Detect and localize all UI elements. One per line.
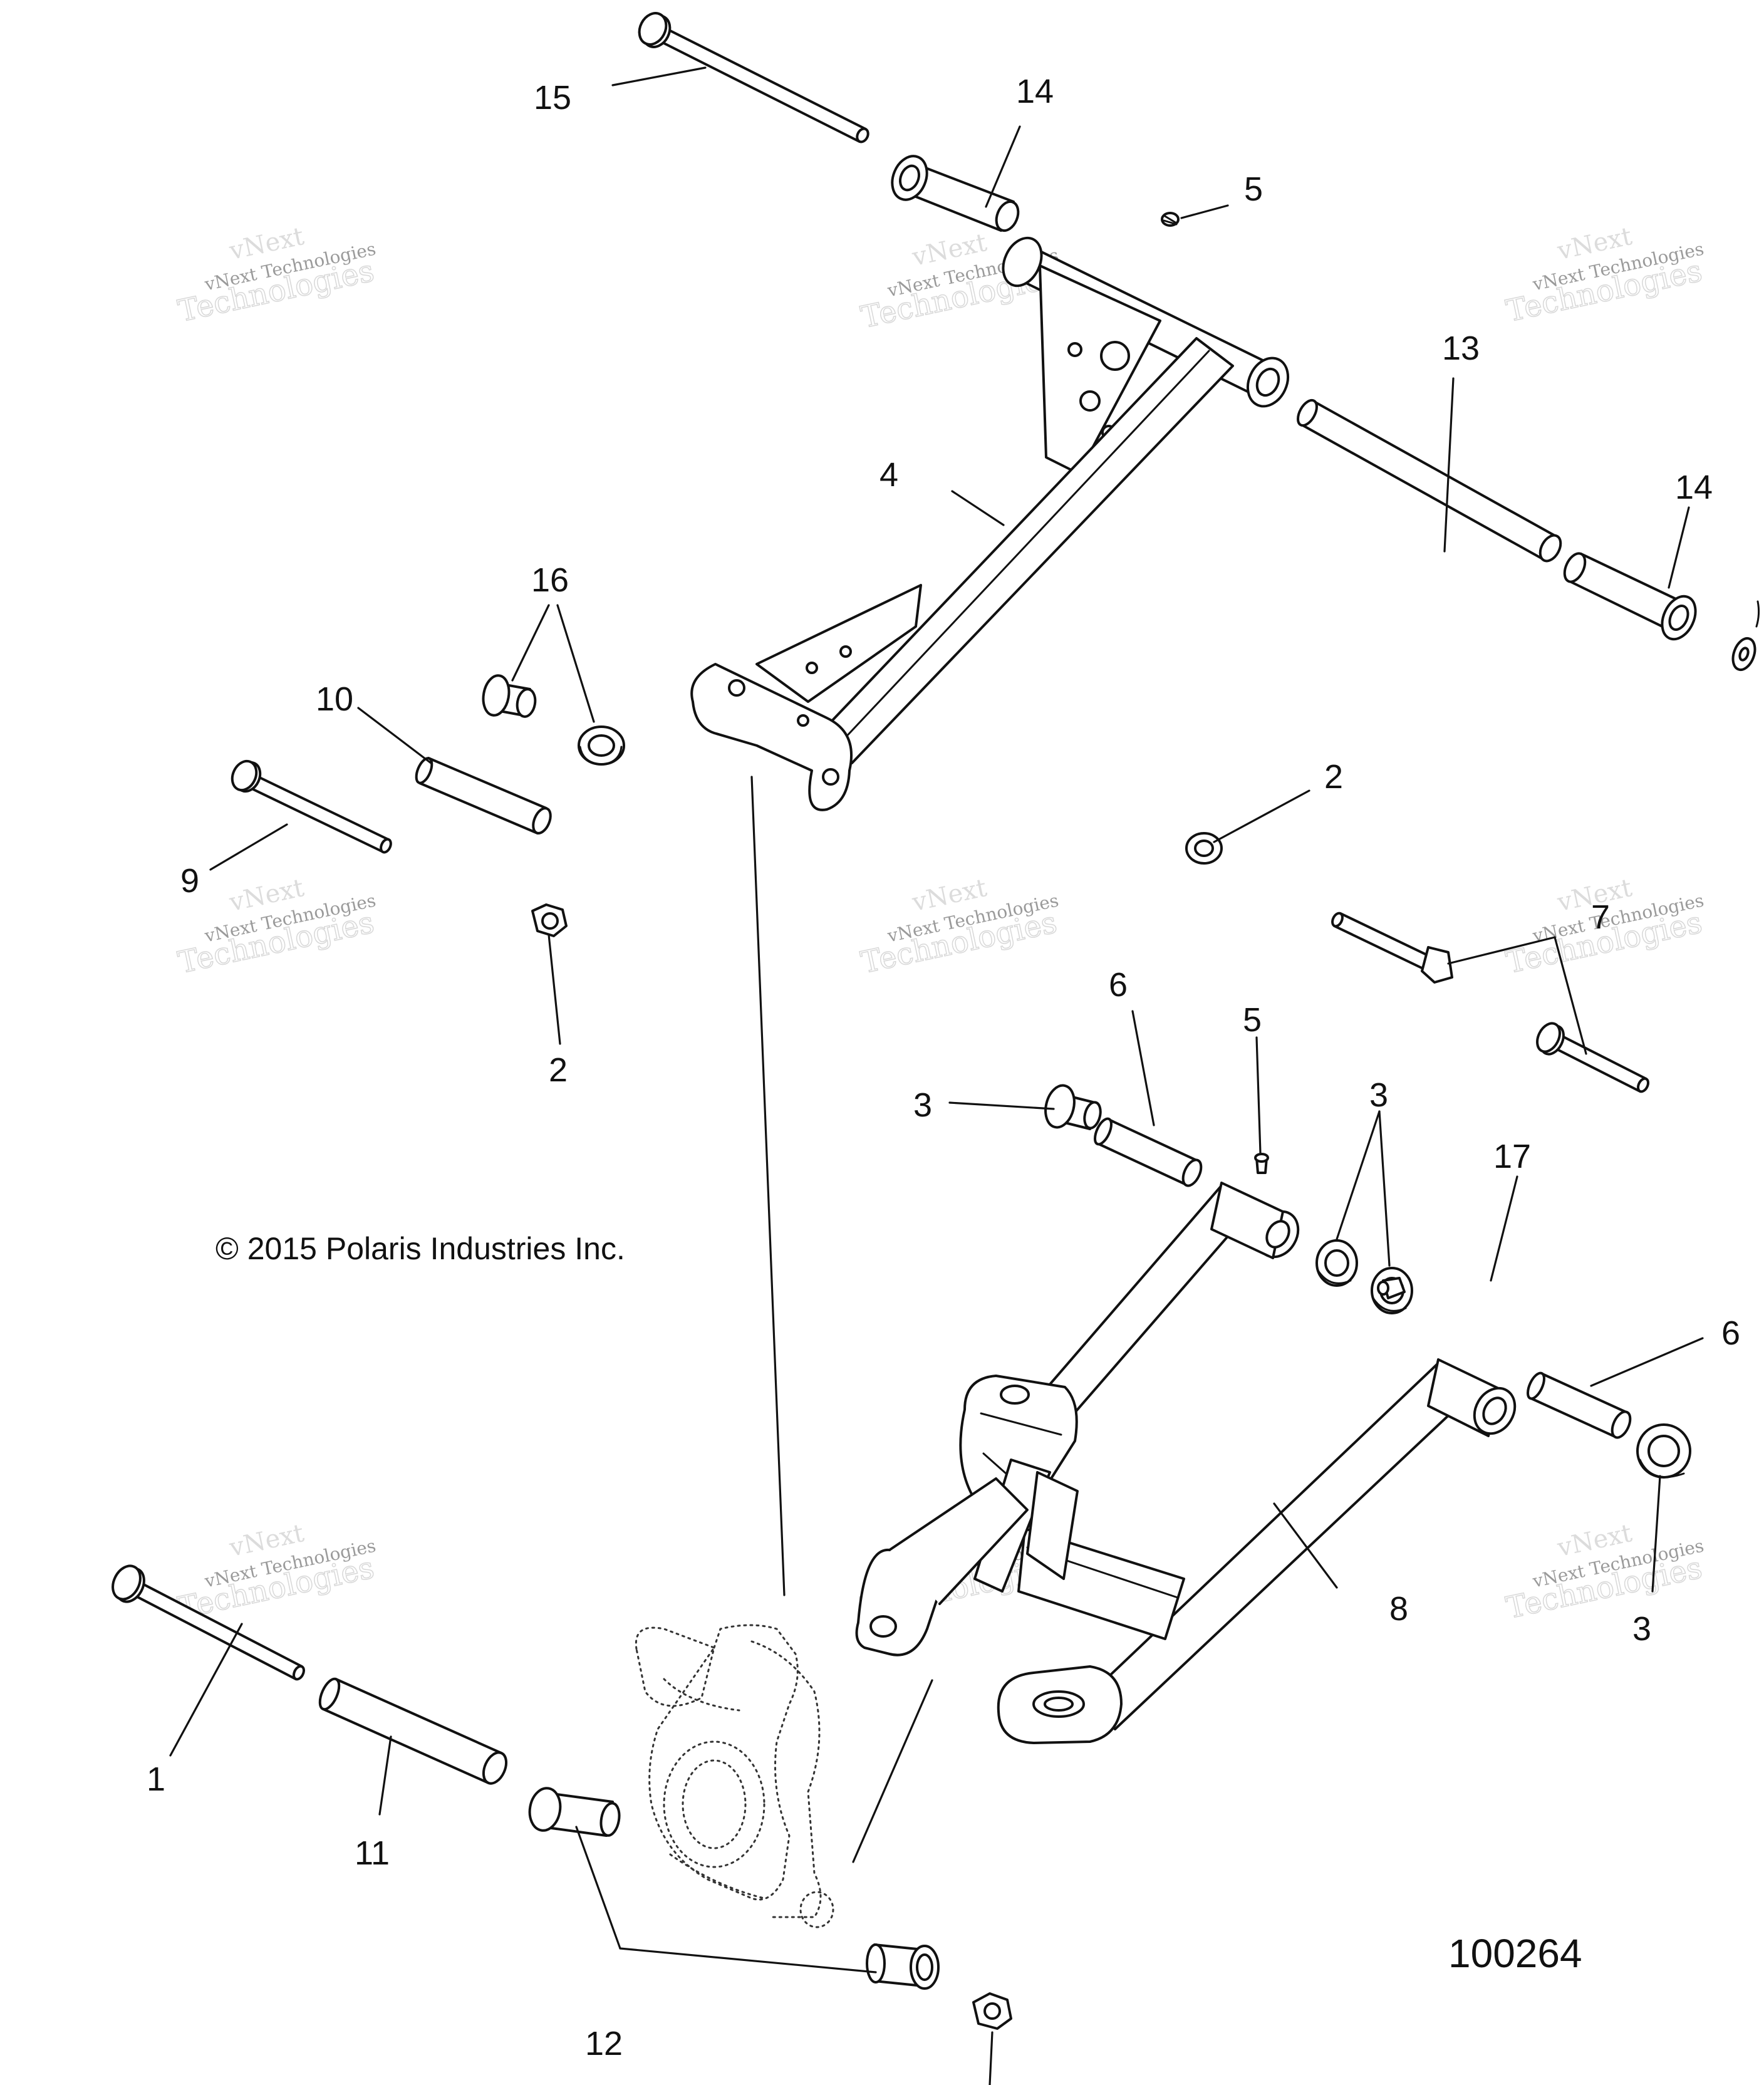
callout-1: 1 bbox=[147, 1760, 165, 1798]
leader-lines bbox=[169, 66, 1704, 2085]
part-9-bolt bbox=[231, 759, 392, 854]
callout-2-left: 2 bbox=[549, 1051, 568, 1089]
watermark-1: vNext vNext Technologies Technologies bbox=[175, 222, 378, 330]
knuckle-phantom bbox=[635, 1624, 834, 1928]
part-1-bolt bbox=[112, 1564, 305, 1681]
part-5-grease-fitting-upper bbox=[1161, 212, 1180, 227]
part-8-lower-a-arm bbox=[855, 1182, 1517, 1744]
diagram-reference-number: 100264 bbox=[1448, 1931, 1582, 1976]
callout-labels: 15 14 5 4 13 14 16 10 9 2 2 7 6 5 3 3 17… bbox=[147, 73, 1740, 2062]
part-14-flanged-sleeve-upper bbox=[891, 155, 1020, 232]
part-7-bolt-b bbox=[1536, 1022, 1649, 1093]
washer-right-edge bbox=[1731, 600, 1760, 672]
watermark-5: vNext vNext Technologies Technologies bbox=[858, 873, 1061, 981]
part-12-bushing-b bbox=[866, 1943, 940, 1990]
callout-14-right: 14 bbox=[1675, 469, 1713, 506]
part-14-flanged-sleeve-right bbox=[1563, 552, 1697, 641]
callout-4: 4 bbox=[879, 456, 898, 494]
callout-9: 9 bbox=[180, 862, 199, 900]
callout-11: 11 bbox=[355, 1834, 390, 1872]
callout-6-right: 6 bbox=[1721, 1314, 1740, 1352]
part-3-bushing-b bbox=[1315, 1239, 1358, 1287]
part-2-nut-bottom bbox=[972, 1992, 1012, 2030]
callout-13: 13 bbox=[1442, 330, 1480, 367]
callout-16: 16 bbox=[531, 561, 569, 599]
callout-5-middle: 5 bbox=[1243, 1001, 1262, 1039]
part-13-long-sleeve bbox=[1297, 398, 1562, 563]
part-4-upper-a-arm bbox=[690, 236, 1290, 811]
callout-10: 10 bbox=[316, 680, 353, 718]
callout-2-center: 2 bbox=[1324, 758, 1343, 796]
callout-3-left: 3 bbox=[913, 1086, 932, 1124]
part-16-bushing-a bbox=[482, 674, 537, 718]
part-12-bushing-a bbox=[528, 1787, 621, 1837]
callout-7: 7 bbox=[1591, 898, 1610, 936]
part-3-bushing-a bbox=[1044, 1084, 1102, 1130]
part-2-nut-center bbox=[1185, 832, 1223, 865]
part-11-sleeve bbox=[318, 1677, 508, 1785]
callout-6-upper: 6 bbox=[1109, 966, 1128, 1004]
part-7-bolt-a bbox=[1331, 912, 1453, 984]
callout-5-upper: 5 bbox=[1244, 170, 1263, 208]
part-6-sleeve-upper bbox=[1094, 1117, 1203, 1187]
copyright-notice: © 2015 Polaris Industries Inc. bbox=[215, 1231, 625, 1266]
watermark-9: vNext vNext Technologies Technologies bbox=[1503, 1519, 1706, 1626]
part-10-sleeve bbox=[415, 757, 552, 835]
part-6-sleeve-right bbox=[1527, 1371, 1632, 1439]
part-15-pivot-bolt bbox=[638, 12, 869, 143]
watermark-3: vNext vNext Technologies Technologies bbox=[1503, 222, 1706, 330]
part-16-bushing-b bbox=[578, 725, 625, 766]
watermark-7: vNext vNext Technologies Technologies bbox=[175, 1519, 378, 1626]
callout-15: 15 bbox=[534, 79, 571, 117]
part-2-nut-left bbox=[531, 903, 568, 937]
callout-12: 12 bbox=[585, 2025, 623, 2062]
callout-3-middle: 3 bbox=[1369, 1076, 1388, 1114]
part-17-grease-fitting bbox=[1377, 1277, 1406, 1299]
callout-3-right: 3 bbox=[1632, 1610, 1651, 1648]
callout-17: 17 bbox=[1493, 1138, 1531, 1175]
callout-14-upper: 14 bbox=[1016, 73, 1054, 110]
part-5-grease-fitting-middle bbox=[1254, 1153, 1269, 1174]
part-3-bushing-d bbox=[1636, 1423, 1691, 1479]
callout-8: 8 bbox=[1389, 1590, 1408, 1628]
